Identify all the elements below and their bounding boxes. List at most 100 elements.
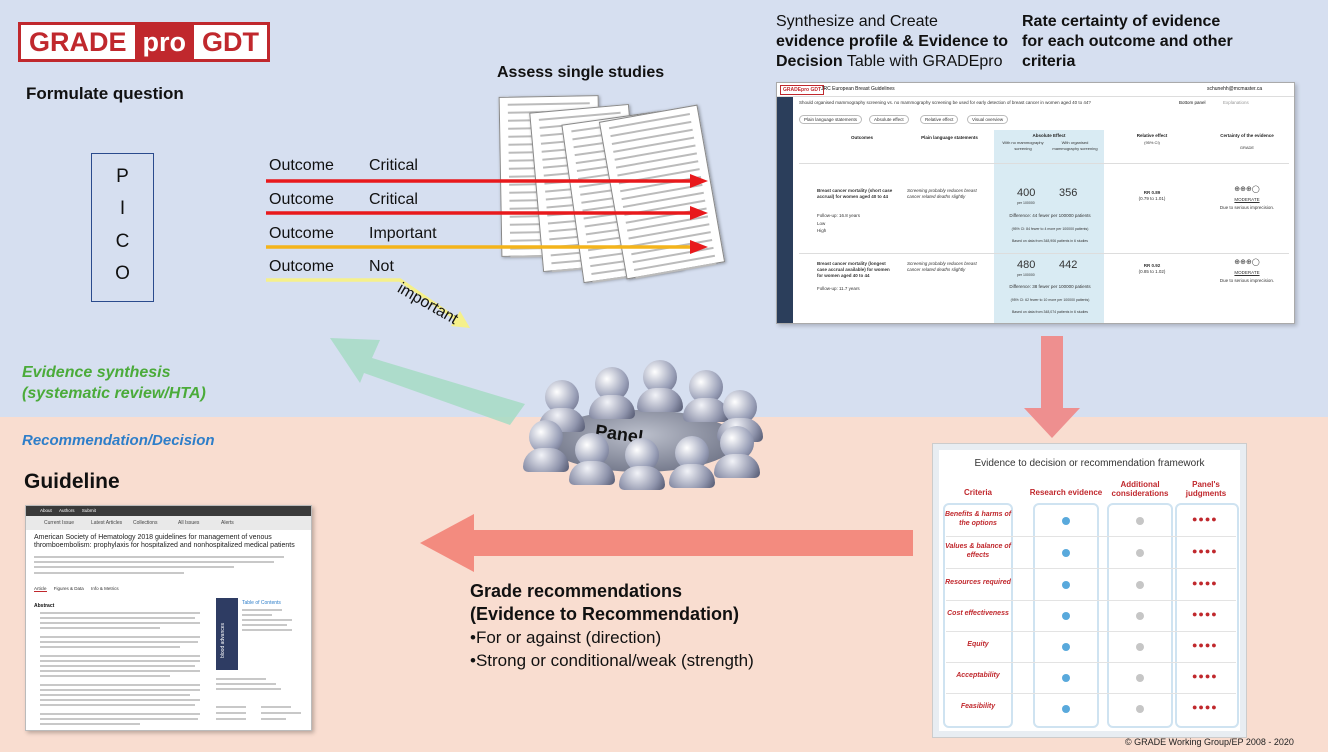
ep-tab[interactable]: Visual overview — [967, 115, 1009, 124]
ep-col-relative: Relative effect — [1136, 133, 1168, 138]
gl-navbar: About Authors Submit — [26, 506, 311, 516]
ep-logo: GRADEpro GDT — [780, 85, 825, 95]
synthesize-heading: Synthesize and Create evidence profile &… — [776, 13, 1009, 70]
additional-considerations-dot — [1136, 674, 1144, 682]
down-arrow-head — [1024, 408, 1080, 438]
left-arrow-shaft — [472, 530, 913, 556]
research-evidence-dot — [1062, 581, 1070, 589]
rate-certainty-heading: Rate certainty of evidence for each outc… — [1022, 13, 1233, 70]
outcome-line-not-important — [266, 278, 456, 320]
outcome-importance: Critical — [369, 157, 418, 174]
fw-criterion: Benefits & harms of the options — [944, 511, 1012, 527]
research-evidence-dot — [1062, 517, 1070, 525]
additional-considerations-dot — [1136, 549, 1144, 557]
pico-o: O — [115, 263, 130, 284]
grade-recommendations-block: Grade recommendations (Evidence to Recom… — [470, 581, 754, 670]
panel-judgment-dots: ●●●● — [1192, 514, 1218, 524]
ep-explanations[interactable]: Explanations — [1223, 100, 1249, 105]
additional-considerations-dot — [1136, 643, 1144, 651]
guideline-heading: Guideline — [24, 470, 120, 493]
copyright: © GRADE Working Group/EP 2008 - 2020 — [1125, 737, 1294, 747]
pico-p: P — [116, 166, 129, 187]
certainty-circles-icon: ⊕⊕⊕◯ — [1234, 186, 1260, 193]
outcome-label: Outcome — [269, 191, 334, 208]
additional-considerations-dot — [1136, 612, 1144, 620]
ep-abs-effect-column-bg — [994, 130, 1104, 323]
arrowhead-icon — [690, 240, 708, 254]
outcome-label: Outcome — [269, 225, 334, 242]
panel-judgment-dots: ●●●● — [1192, 578, 1218, 588]
gl-toc[interactable]: Table of Contents — [242, 600, 281, 606]
outcome-importance: Important — [369, 225, 437, 242]
recommendation-decision-label: Recommendation/Decision — [22, 432, 215, 449]
ep-row-outcome: Breast cancer mortality (short case accr… — [817, 188, 893, 199]
ep-value-without: 400 — [1017, 187, 1036, 199]
gl-tabs: Current Issue Latest Articles Collection… — [26, 516, 311, 530]
ep-tab[interactable]: Relative effect — [920, 115, 959, 124]
outcome-importance: Critical — [369, 191, 418, 208]
ep-radio-high[interactable]: High — [817, 228, 827, 233]
ep-user[interactable]: schunehh@mcmaster.ca — [1207, 86, 1263, 92]
panel-judgment-dots: ●●●● — [1192, 702, 1218, 712]
ep-sidebar — [777, 97, 793, 323]
ep-question: Should organised mammography screening v… — [799, 100, 1091, 105]
research-evidence-dot — [1062, 705, 1070, 713]
ep-row-outcome: Breast cancer mortality (longest case ac… — [817, 261, 890, 278]
ep-value-with: 356 — [1059, 187, 1078, 199]
gl-journal-cover: blood advances — [216, 598, 238, 670]
outcome-importance: Not — [369, 258, 394, 275]
ep-value-without: 480 — [1017, 259, 1036, 271]
certainty-circles-icon: ⊕⊕⊕◯ — [1234, 259, 1260, 266]
ep-col-outcomes: Outcomes — [850, 135, 873, 140]
panel-judgment-dots: ●●●● — [1192, 671, 1218, 681]
evidence-synthesis-label: Evidence synthesis (systematic review/HT… — [22, 364, 206, 402]
ep-tab[interactable]: Absolute effect — [869, 115, 909, 124]
research-evidence-dot — [1062, 674, 1070, 682]
fw-criterion: Cost effectiveness — [947, 610, 1009, 617]
research-evidence-dot — [1062, 549, 1070, 557]
pico-c: C — [115, 231, 130, 252]
pico-box: P I C O — [91, 153, 154, 302]
fw-criterion: Resources required — [945, 579, 1011, 586]
outcome-label: Outcome — [269, 258, 334, 275]
ep-col-plain: Plain language statements — [921, 135, 978, 140]
arrowhead-icon — [690, 174, 708, 188]
panel-judgment-dots: ●●●● — [1192, 546, 1218, 556]
additional-considerations-dot — [1136, 517, 1144, 525]
ep-radio-low[interactable]: Low — [817, 221, 826, 226]
ep-col-absolute: Absolute Effect — [1032, 133, 1066, 138]
ep-topbar: GRADEpro GDT JRC European Breast Guideli… — [777, 83, 1294, 97]
ep-bottom-panel-toggle[interactable]: Bottom panel — [1179, 100, 1206, 105]
ep-value-with: 442 — [1059, 259, 1078, 271]
guideline-article-screenshot: About Authors Submit Current Issue Lates… — [25, 505, 312, 731]
research-evidence-dot — [1062, 643, 1070, 651]
evidence-synthesis-arrow — [330, 338, 525, 425]
down-arrow-shaft — [1041, 336, 1063, 410]
evidence-profile-screenshot: GRADEpro GDT JRC European Breast Guideli… — [776, 82, 1295, 324]
additional-considerations-dot — [1136, 581, 1144, 589]
ep-col-certainty: Certainty of the evidence — [1220, 133, 1274, 138]
panel-judgment-dots: ●●●● — [1192, 640, 1218, 650]
additional-considerations-dot — [1136, 705, 1144, 713]
fw-criterion: Acceptability — [956, 672, 1000, 679]
fw-criterion: Values & balance of effects — [945, 543, 1011, 559]
pico-i: I — [119, 198, 126, 219]
ep-project[interactable]: JRC European Breast Guidelines — [821, 86, 895, 92]
fw-criterion: Equity — [967, 641, 989, 648]
etd-framework-table: Evidence to decision or recommendation f… — [933, 444, 1246, 737]
gl-abstract: Abstract — [34, 603, 55, 609]
gl-article-title: American Society of Hematology 2018 guid… — [34, 534, 295, 549]
panel-group: Panel — [515, 360, 765, 495]
ep-tab[interactable]: Plain language statements — [799, 115, 863, 124]
fw-criterion: Feasibility — [960, 703, 996, 710]
assess-studies-label: Assess single studies — [497, 64, 665, 81]
left-arrow-head — [420, 514, 474, 572]
fw-title: Evidence to decision or recommendation f… — [974, 458, 1205, 469]
outcome-label: Outcome — [269, 157, 334, 174]
panel-judgment-dots: ●●●● — [1192, 609, 1218, 619]
arrowhead-icon — [451, 311, 470, 328]
research-evidence-dot — [1062, 612, 1070, 620]
arrowhead-icon — [690, 206, 708, 220]
